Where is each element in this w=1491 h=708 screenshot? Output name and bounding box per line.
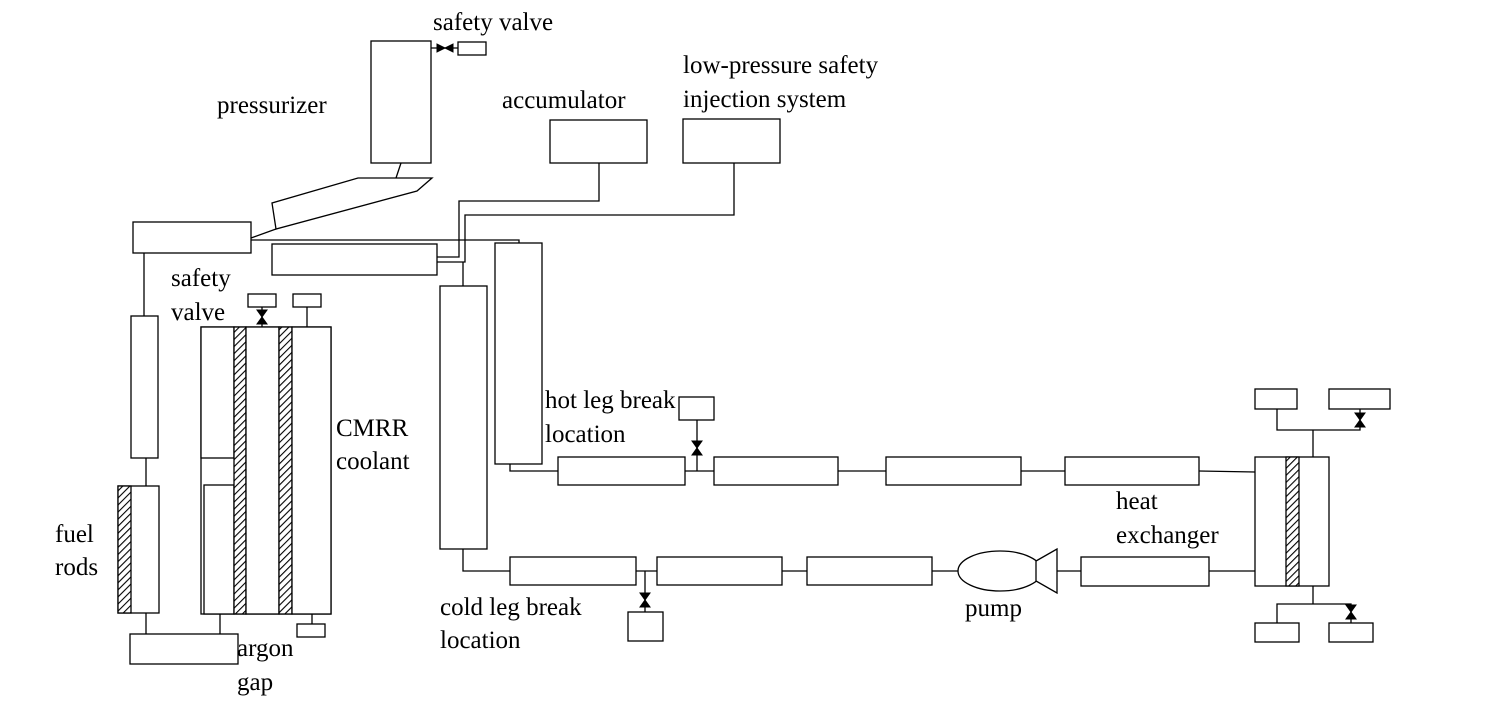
surge-line xyxy=(271,177,434,230)
safety-valve-left-icon xyxy=(256,309,268,318)
cmrr-hatch-2 xyxy=(278,326,293,615)
surge-line-link xyxy=(250,228,277,239)
safety-valve-left-icon-b xyxy=(256,316,268,325)
heat-exchanger-label-line1: heat xyxy=(1116,488,1158,515)
safety-valve-top-label: safety valve xyxy=(433,9,553,36)
cold-leg-break-valve-icon xyxy=(639,592,651,601)
heat-exchanger-label-line2: exchanger xyxy=(1116,522,1219,549)
pressurizer-vessel xyxy=(370,40,432,164)
cmrr-coolant-channel-2 xyxy=(291,326,332,615)
cmrr-lower-section xyxy=(203,484,235,615)
safety-valve-left-label-line1: safety xyxy=(171,265,231,292)
cmrr-upper-section xyxy=(200,326,235,459)
hx-top-valve-icon-b xyxy=(1354,419,1366,428)
hx-top-left-box xyxy=(1254,388,1298,410)
upper-header-box xyxy=(271,243,438,276)
cmrr-hatch-1 xyxy=(233,326,247,615)
cmrr-label-line1: CMRR xyxy=(336,415,409,442)
hot-leg-seg-4 xyxy=(1064,456,1200,486)
lower-plenum-box xyxy=(129,633,239,665)
hot-leg-seg-2 xyxy=(713,456,839,486)
cold-leg-break-label-line2: location xyxy=(440,627,521,654)
upper-connector xyxy=(251,239,520,243)
argon-gap-label-line2: gap xyxy=(237,669,273,696)
cmrr-coolant-channel-1 xyxy=(245,326,280,615)
accumulator-label: accumulator xyxy=(502,87,626,114)
hx-bottom-manifold xyxy=(1276,603,1352,623)
cmrr-label-line2: coolant xyxy=(336,448,410,475)
upper-plenum-box xyxy=(132,221,252,254)
hot-leg-break-label-line2: location xyxy=(545,421,626,448)
cold-leg-break-valve-icon-b xyxy=(639,599,651,608)
hot-leg-break-label-line1: hot leg break xyxy=(545,387,676,414)
hot-leg-link-4 xyxy=(1198,470,1256,473)
riser-column xyxy=(494,242,543,465)
hot-leg-break-valve-icon xyxy=(691,440,703,449)
accumulator-box xyxy=(549,119,648,164)
core-left-upper-channel xyxy=(130,315,159,459)
hot-leg-seg-1 xyxy=(557,456,686,486)
hx-top-valve-icon xyxy=(1354,412,1366,421)
pump-outlet xyxy=(1035,547,1058,595)
heat-exchanger-hatch xyxy=(1285,456,1300,587)
fuel-rods-label-line2: rods xyxy=(55,554,98,581)
hot-leg-break-valve-icon-b xyxy=(691,447,703,456)
argon-gap-label-line1: argon xyxy=(237,635,294,662)
cold-leg-seg-4 xyxy=(1080,556,1210,587)
pump-label: pump xyxy=(965,595,1022,622)
cold-leg-pipe xyxy=(462,549,510,572)
hx-top-manifold xyxy=(1276,409,1361,431)
vent-box-top xyxy=(292,293,322,308)
cold-leg-seg-3 xyxy=(806,556,933,586)
hot-leg-break-box xyxy=(678,396,715,421)
hot-leg-seg-3 xyxy=(885,456,1022,486)
cold-leg-break-box xyxy=(627,611,664,642)
fuel-rod-hatch xyxy=(117,485,132,614)
hx-bottom-left-box xyxy=(1254,622,1300,643)
vent-box-bottom xyxy=(296,623,326,638)
safety-valve-top-box xyxy=(457,41,487,56)
hx-bottom-right-box xyxy=(1328,622,1374,643)
hot-leg-pipe xyxy=(509,464,558,472)
lpsi-label-line1: low-pressure safety xyxy=(683,52,879,79)
pressurizer-outlet xyxy=(395,162,402,179)
hx-bottom-valve-icon-b xyxy=(1345,611,1357,620)
lpsi-box xyxy=(682,118,781,164)
lpsi-pipe xyxy=(437,163,735,263)
hx-bottom-valve-icon xyxy=(1345,604,1357,613)
lpsi-label-line2: injection system xyxy=(683,86,847,113)
safety-valve-left-label-line2: valve xyxy=(171,299,225,326)
safety-valve-top-icon xyxy=(436,43,447,53)
hx-top-right-box xyxy=(1328,388,1391,410)
fuel-rods-label-line1: fuel xyxy=(55,521,94,548)
pump-body xyxy=(957,550,1043,592)
cold-leg-seg-1 xyxy=(509,556,637,586)
safety-valve-top-icon-b xyxy=(443,43,454,53)
downcomer-column xyxy=(439,285,488,550)
pressurizer-label: pressurizer xyxy=(217,92,327,119)
cold-leg-seg-2 xyxy=(656,556,783,586)
cold-leg-break-label-line1: cold leg break xyxy=(440,594,582,621)
accumulator-pipe xyxy=(437,163,600,258)
safety-valve-left-box xyxy=(247,293,277,308)
